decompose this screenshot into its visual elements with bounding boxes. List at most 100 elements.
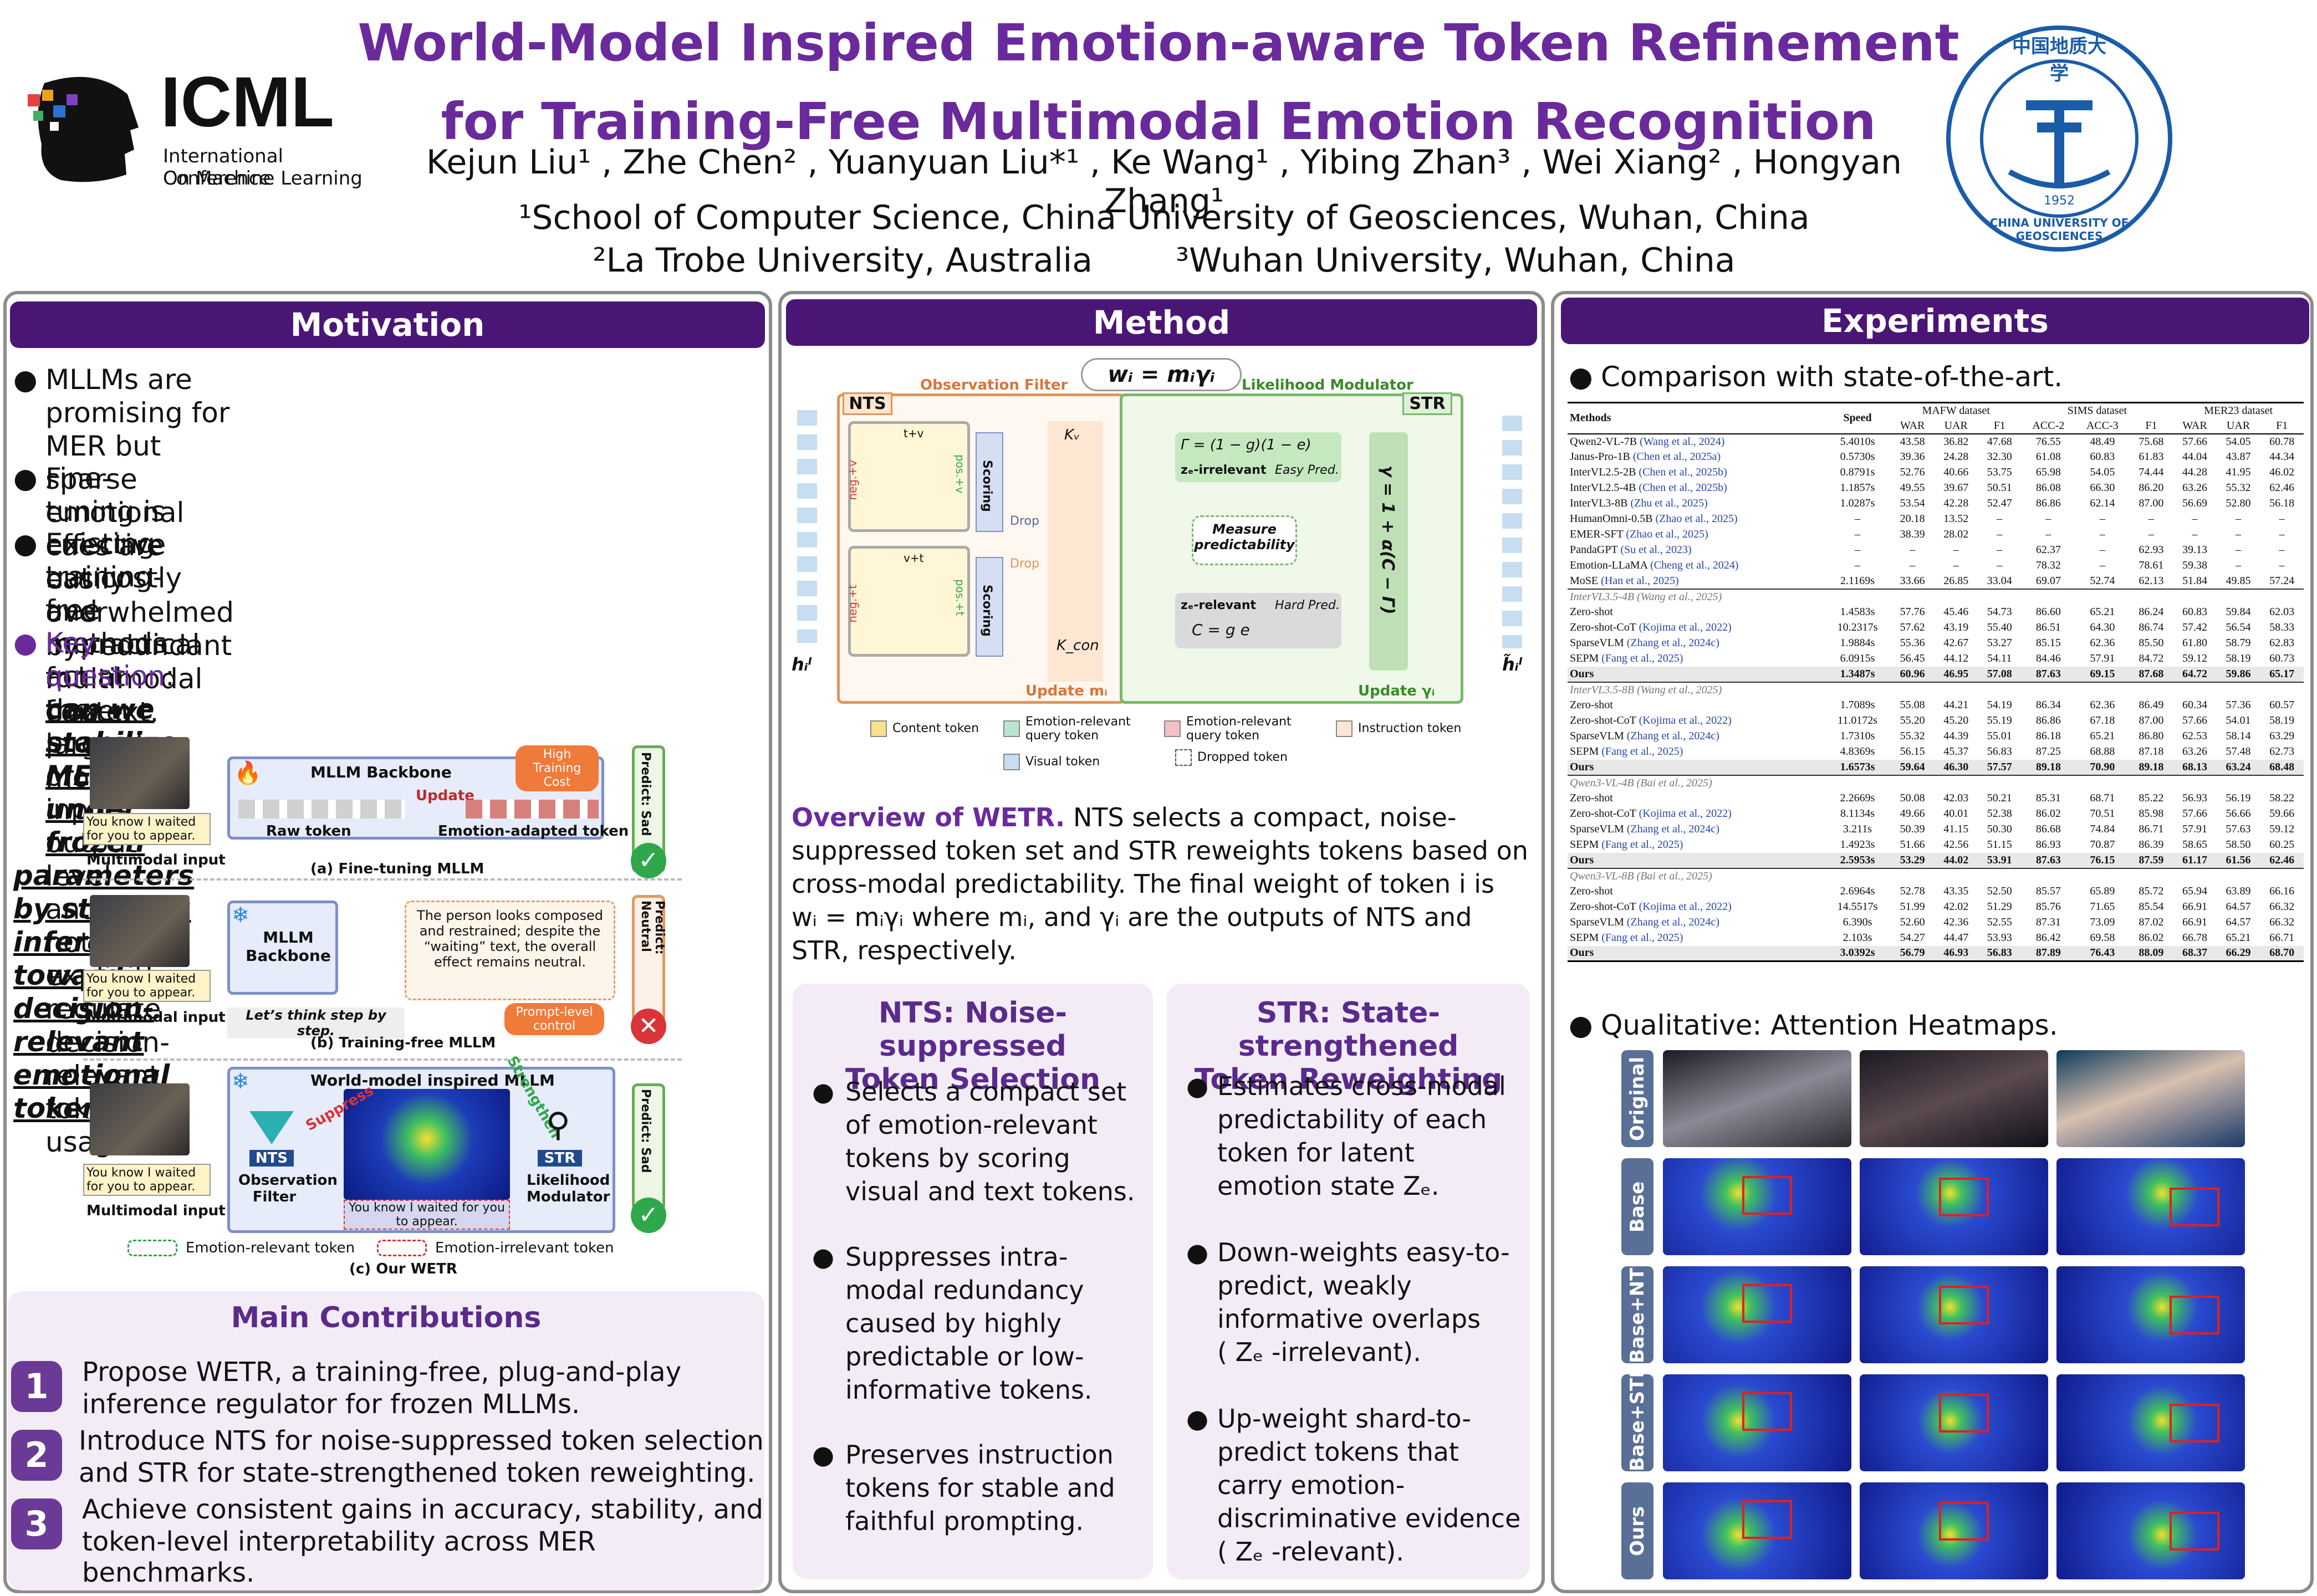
citation: (Zhang et al., 2024c) bbox=[1626, 823, 1719, 835]
face-bbox bbox=[1742, 1392, 1792, 1431]
cell-speed: 14.5517s bbox=[1837, 901, 1878, 913]
cell-speed: 1.9884s bbox=[1840, 637, 1875, 649]
cell-value: 59.64 bbox=[1890, 759, 1935, 775]
nts-line: of emotion-relevant bbox=[845, 1110, 1098, 1140]
cell-value: 54.11 bbox=[1987, 652, 2012, 664]
cell-value: 46.93 bbox=[1934, 945, 1978, 961]
cell-value: 50.21 bbox=[1987, 792, 2012, 804]
overview-line: wᵢ = mᵢγᵢ where mᵢ, and γᵢ are the outpu… bbox=[792, 902, 1472, 932]
pos-t-label: pos.+t bbox=[953, 579, 967, 616]
legend-visual bbox=[1003, 754, 1020, 770]
method-name: SparseVLM bbox=[1570, 823, 1624, 835]
cell-value: 69.07 bbox=[2035, 574, 2061, 587]
table-row: InterVL2.5-4B (Chen et al., 2025b)1.1857… bbox=[1568, 480, 2304, 496]
cell-method: Zero-shot bbox=[1568, 791, 1824, 806]
cot-output-text: The person looks composed and restrained… bbox=[405, 901, 615, 1000]
cell-value: 61.83 bbox=[2139, 451, 2164, 463]
neg-v-label: neg.+v bbox=[846, 460, 859, 500]
cell-value: – bbox=[2279, 559, 2285, 571]
cell-value: – bbox=[1953, 544, 1959, 556]
subtitle-box: You know I waited for you to appear. bbox=[83, 813, 211, 845]
cell-method: SEPM (Fang et al., 2025) bbox=[1568, 930, 1824, 946]
attention-heatmap bbox=[1860, 1482, 2048, 1579]
easy-pred-label: Easy Pred. bbox=[1275, 463, 1339, 477]
str-badge: STR bbox=[538, 1150, 582, 1167]
legend-label: Content token bbox=[892, 722, 979, 735]
motivation-heading: Motivation bbox=[10, 301, 765, 348]
cell-value: 57.66 bbox=[2182, 807, 2207, 820]
cell-value: 57.36 bbox=[2226, 699, 2251, 711]
cell-value: 51.99 bbox=[1900, 901, 1925, 913]
method-name: EMER-SFT bbox=[1570, 528, 1624, 540]
cell-value: 24.28 bbox=[1943, 451, 1969, 463]
cell-speed: – bbox=[1855, 544, 1860, 556]
cell-value: 66.91 bbox=[2182, 901, 2207, 913]
cell-value: 87.00 bbox=[2139, 497, 2164, 509]
mot-line: context. bbox=[45, 696, 159, 728]
cell-value: 78.32 bbox=[2035, 559, 2061, 571]
cell-method: Zero-shot bbox=[1568, 605, 1824, 620]
cell-value: 44.12 bbox=[1943, 652, 1969, 664]
face-bbox bbox=[2170, 1187, 2219, 1226]
attention-map bbox=[344, 1089, 510, 1200]
cell-value: – bbox=[2236, 528, 2242, 540]
face-bbox bbox=[2170, 1403, 2219, 1442]
table-row: Zero-shot-CoT (Kojima et al., 2022)10.23… bbox=[1568, 620, 2304, 636]
nts-line: tokens for stable and bbox=[845, 1473, 1115, 1503]
table-group-header: InterVL3.5-4B (Wang et al., 2025) bbox=[1568, 588, 2304, 605]
results-table-body: Methods Speed MAFW dataset SIMS dataset … bbox=[1568, 402, 2304, 961]
cell-value: 86.34 bbox=[2035, 699, 2061, 711]
cell-value: 60.78 bbox=[2269, 435, 2295, 448]
measure-box: Measure predictability bbox=[1192, 515, 1297, 565]
scoring-t-label: Scoring bbox=[980, 585, 994, 637]
cell-value: – bbox=[2279, 544, 2285, 556]
cell-speed: 1.3487s bbox=[1824, 666, 1891, 682]
face-thumb bbox=[90, 1083, 190, 1155]
method-name: HumanOmni-0.5B bbox=[1570, 513, 1653, 525]
citation: (Chen et al., 2025a) bbox=[1632, 451, 1721, 463]
cell-value: 85.98 bbox=[2139, 807, 2164, 820]
search-icon: ⚲ bbox=[546, 1106, 570, 1144]
citation: (Fang et al., 2025) bbox=[1601, 932, 1683, 944]
original-frame bbox=[1663, 1050, 1851, 1147]
cell-value: 57.76 bbox=[1900, 606, 1925, 618]
heat-row-label: Base+NTS bbox=[1621, 1254, 1653, 1363]
cell-value: 53.29 bbox=[1890, 852, 1935, 868]
cell-value: 58.19 bbox=[2226, 652, 2251, 664]
cell-value: 59.66 bbox=[2269, 807, 2295, 820]
cell-value: 73.09 bbox=[2090, 916, 2115, 928]
cell-value: 57.66 bbox=[2182, 714, 2207, 727]
cell-value: 61.80 bbox=[2182, 637, 2207, 649]
cell-method: Zero-shot-CoT (Kojima et al., 2022) bbox=[1568, 899, 1824, 915]
cell-value: 62.13 bbox=[2139, 574, 2164, 587]
cell-value: 52.60 bbox=[1900, 916, 1925, 928]
cell-speed: 11.0172s bbox=[1837, 714, 1878, 727]
table-row: InterVL2.5-2B (Chen et al., 2025b)0.8791… bbox=[1568, 465, 2304, 480]
cell-value: 54.19 bbox=[1987, 699, 2012, 711]
cell-value: 45.37 bbox=[1943, 745, 1969, 758]
cell-value: 55.36 bbox=[1900, 637, 1925, 649]
cell-value: 70.90 bbox=[2075, 759, 2130, 775]
str-line: predict, weakly bbox=[1217, 1271, 1412, 1301]
table-row: Zero-shot-CoT (Kojima et al., 2022)8.113… bbox=[1568, 806, 2304, 822]
face-bbox bbox=[1742, 1175, 1792, 1215]
cell-value: 62.37 bbox=[2035, 544, 2061, 556]
cell-value: 87.18 bbox=[2139, 745, 2164, 758]
group-name: Qwen3-VL-4B (Bai et al., 2025) bbox=[1568, 774, 2304, 791]
cell-value: 87.89 bbox=[2021, 945, 2076, 961]
backbone-b bbox=[227, 901, 338, 995]
cell-value: 62.14 bbox=[2090, 497, 2115, 509]
legend-label: Visual token bbox=[1025, 755, 1100, 769]
cell-method: SEPM (Fang et al., 2025) bbox=[1568, 651, 1824, 667]
icml-head-icon bbox=[28, 76, 139, 182]
text-branch bbox=[848, 546, 970, 657]
str-line: informative overlaps bbox=[1217, 1304, 1481, 1334]
cell-value: 54.05 bbox=[2226, 435, 2251, 448]
cell-value: 76.55 bbox=[2035, 435, 2061, 448]
cell-value: – bbox=[2236, 544, 2242, 556]
heat-row-label: Base bbox=[1621, 1158, 1653, 1255]
citation: (Wang et al., 2024) bbox=[1640, 435, 1725, 448]
cell-value: – bbox=[2099, 544, 2105, 556]
